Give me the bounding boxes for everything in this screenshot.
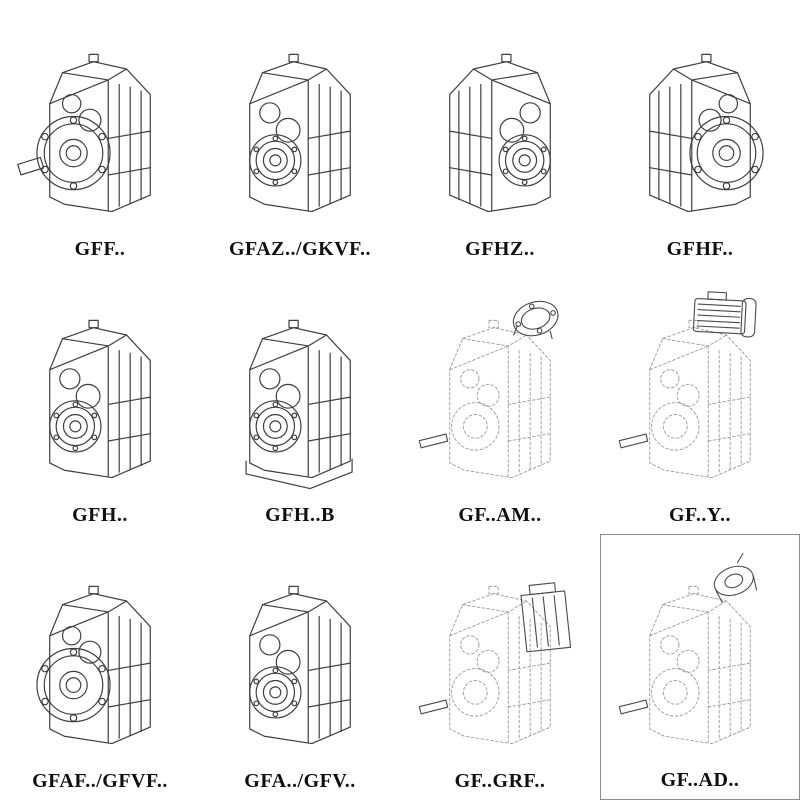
gearbox-drawing-icon [202,6,398,238]
model-label: GFH..B [265,504,335,526]
model-label: GF..Y.. [668,504,732,526]
model-label: GFAF../GFVF.. [32,770,168,792]
model-label: GF..GRF.. [454,770,546,792]
catalog-cell-gfhz: GFHZ.. [400,2,600,268]
model-label: GFAZ../GKVF.. [228,238,372,260]
gearbox-drawing-icon [603,539,797,769]
catalog-cell-gfad: GF..AD.. [600,534,800,800]
catalog-cell-gfhb: GFH..B [200,268,400,534]
catalog-cell-gfhf: GFHF.. [600,2,800,268]
model-label: GFHF.. [666,238,734,260]
catalog-cell-gfa: GFA../GFV.. [200,534,400,800]
model-label: GFA../GFV.. [244,770,356,792]
catalog-cell-gff: GFF.. [0,2,200,268]
catalog-cell-gfam: GF..AM.. [400,268,600,534]
gearbox-drawing-icon [402,6,598,238]
model-label: GFH.. [72,504,128,526]
gearbox-drawing-icon [602,272,798,504]
gearbox-drawing-icon [202,272,398,504]
catalog-cell-gfaz: GFAZ../GKVF.. [200,2,400,268]
catalog-cell-gfgrf: GF..GRF.. [400,534,600,800]
gearbox-drawing-icon [602,6,798,238]
gearbox-drawing-icon [402,272,598,504]
gearbox-drawing-icon [2,272,198,504]
model-label: GFF.. [74,238,126,260]
gearbox-drawing-icon [2,6,198,238]
catalog-cell-gfaf: GFAF../GFVF.. [0,534,200,800]
catalog-cell-gfy: GF..Y.. [600,268,800,534]
gearbox-drawing-icon [202,538,398,770]
model-label: GF..AD.. [660,769,740,791]
gearbox-drawing-icon [2,538,198,770]
model-label: GF..AM.. [458,504,542,526]
model-label: GFHZ.. [465,238,535,260]
gearbox-drawing-icon [402,538,598,770]
catalog-cell-gfh: GFH.. [0,268,200,534]
